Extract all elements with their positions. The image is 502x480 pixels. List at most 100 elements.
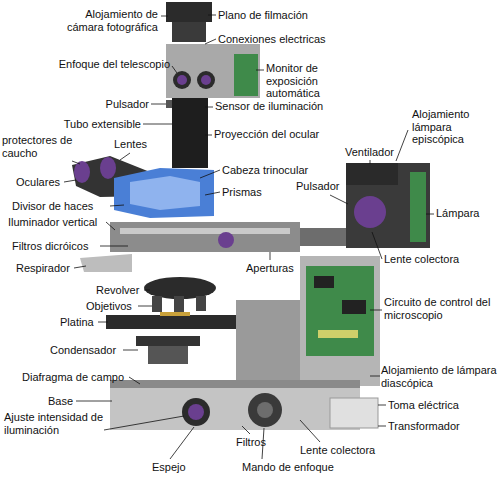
part-label: Filtros dicróicos — [12, 240, 88, 253]
leader-lines — [270, 252, 271, 260]
part-label: Ventilador — [345, 146, 394, 159]
part-label: Lente colectora — [384, 253, 459, 266]
leader-lines — [205, 39, 216, 44]
upper-block — [177, 75, 187, 85]
part-label: Alojamiento de cámara fotográfica — [48, 8, 158, 33]
part-label: Lámpara — [436, 207, 479, 220]
leader-lines — [172, 66, 177, 73]
main-body — [342, 300, 366, 314]
stand — [236, 300, 300, 380]
leader-lines — [372, 232, 382, 259]
stage — [106, 315, 236, 329]
part-label: Platina — [60, 316, 94, 329]
part-label: Circuito de control del microscopio — [384, 296, 499, 321]
leader-lines — [64, 180, 76, 182]
main-body — [300, 256, 380, 386]
part-label: Pulsador — [296, 180, 339, 193]
part-label: Revolver — [96, 284, 139, 297]
leader-lines — [205, 192, 220, 195]
part-label: Pulsador — [106, 98, 149, 111]
part-label: Plano de filmación — [218, 9, 308, 22]
part-label: Oculares — [16, 176, 60, 189]
camera-housing — [166, 2, 212, 22]
base — [182, 398, 210, 426]
part-label: Prismas — [222, 186, 262, 199]
part-label: Enfoque del telescopio — [59, 58, 170, 71]
episcopic-lamp-housing — [346, 163, 430, 248]
vertical-illuminator — [300, 228, 346, 246]
leader-lines — [72, 161, 80, 164]
leader-lines — [120, 153, 130, 160]
stage — [160, 312, 190, 316]
leader-lines — [242, 426, 250, 434]
episcopic-lamp-housing — [354, 196, 386, 228]
leader-lines — [205, 107, 213, 108]
leader-lines — [64, 15, 434, 459]
base — [330, 398, 378, 428]
vertical-illuminator — [110, 222, 346, 252]
episcopic-lamp-housing — [346, 163, 398, 185]
part-label: Base — [48, 395, 73, 408]
leader-lines — [300, 420, 320, 442]
leader-lines — [144, 290, 150, 291]
camera-housing — [172, 22, 206, 42]
leader-lines — [110, 205, 124, 206]
part-label: Lente colectora — [300, 444, 375, 457]
main-body — [300, 256, 380, 386]
base — [110, 380, 378, 430]
main-body — [314, 276, 334, 288]
prisms — [114, 168, 214, 218]
vertical-illuminator — [218, 232, 234, 248]
episcopic-lamp-housing — [410, 172, 426, 242]
leader-lines — [76, 401, 112, 402]
leader-lines — [208, 15, 216, 16]
leader-lines — [129, 377, 140, 384]
respirator — [80, 254, 132, 272]
stage — [106, 312, 236, 329]
part-label: Monitor de exposición automática — [266, 62, 366, 100]
eyepieces — [100, 157, 116, 179]
main-body — [318, 330, 358, 338]
prisms — [114, 168, 214, 218]
part-label: Aperturas — [246, 262, 294, 275]
revolver-objectives — [144, 277, 216, 313]
part-label: Filtros — [236, 436, 266, 449]
part-label: Espejo — [152, 461, 186, 474]
upper-block — [173, 71, 191, 89]
part-label: Alojamiento de lámpara diascópica — [381, 364, 499, 389]
part-label: Proyección del ocular — [214, 128, 319, 141]
part-label: Divisor de haces — [12, 200, 93, 213]
vertical-illuminator — [110, 222, 300, 252]
eyepieces — [74, 161, 90, 183]
leader-lines — [370, 160, 371, 164]
upper-block — [166, 44, 260, 98]
leader-lines — [100, 246, 128, 247]
leader-lines — [106, 222, 115, 230]
leader-lines — [396, 130, 408, 161]
revolver-objectives — [144, 277, 216, 299]
vertical-illuminator — [120, 228, 290, 234]
base — [188, 404, 204, 420]
leader-lines — [378, 405, 386, 406]
part-label: Iluminador vertical — [8, 216, 97, 229]
part-label: Toma eléctrica — [388, 399, 459, 412]
leader-lines — [370, 310, 382, 311]
leader-lines — [161, 16, 168, 17]
leader-lines — [370, 376, 380, 377]
extension-tube — [172, 98, 208, 168]
leader-lines — [205, 135, 212, 136]
base — [110, 380, 360, 388]
part-label: Conexiones electricas — [218, 33, 326, 46]
camera-housing — [166, 2, 212, 42]
leader-lines — [138, 306, 152, 307]
part-label: Ajuste intensidad de iluminación — [4, 411, 104, 436]
part-label: Sensor de iluminación — [215, 100, 323, 113]
leader-lines — [330, 195, 348, 204]
prisms — [130, 176, 200, 210]
part-label: protectores de caucho — [2, 134, 84, 159]
condenser — [148, 346, 188, 364]
revolver-objectives — [196, 296, 206, 311]
part-label: Transformador — [388, 420, 460, 433]
part-label: Alojamiento lámpara episcópica — [412, 108, 490, 146]
revolver-objectives — [174, 296, 184, 313]
